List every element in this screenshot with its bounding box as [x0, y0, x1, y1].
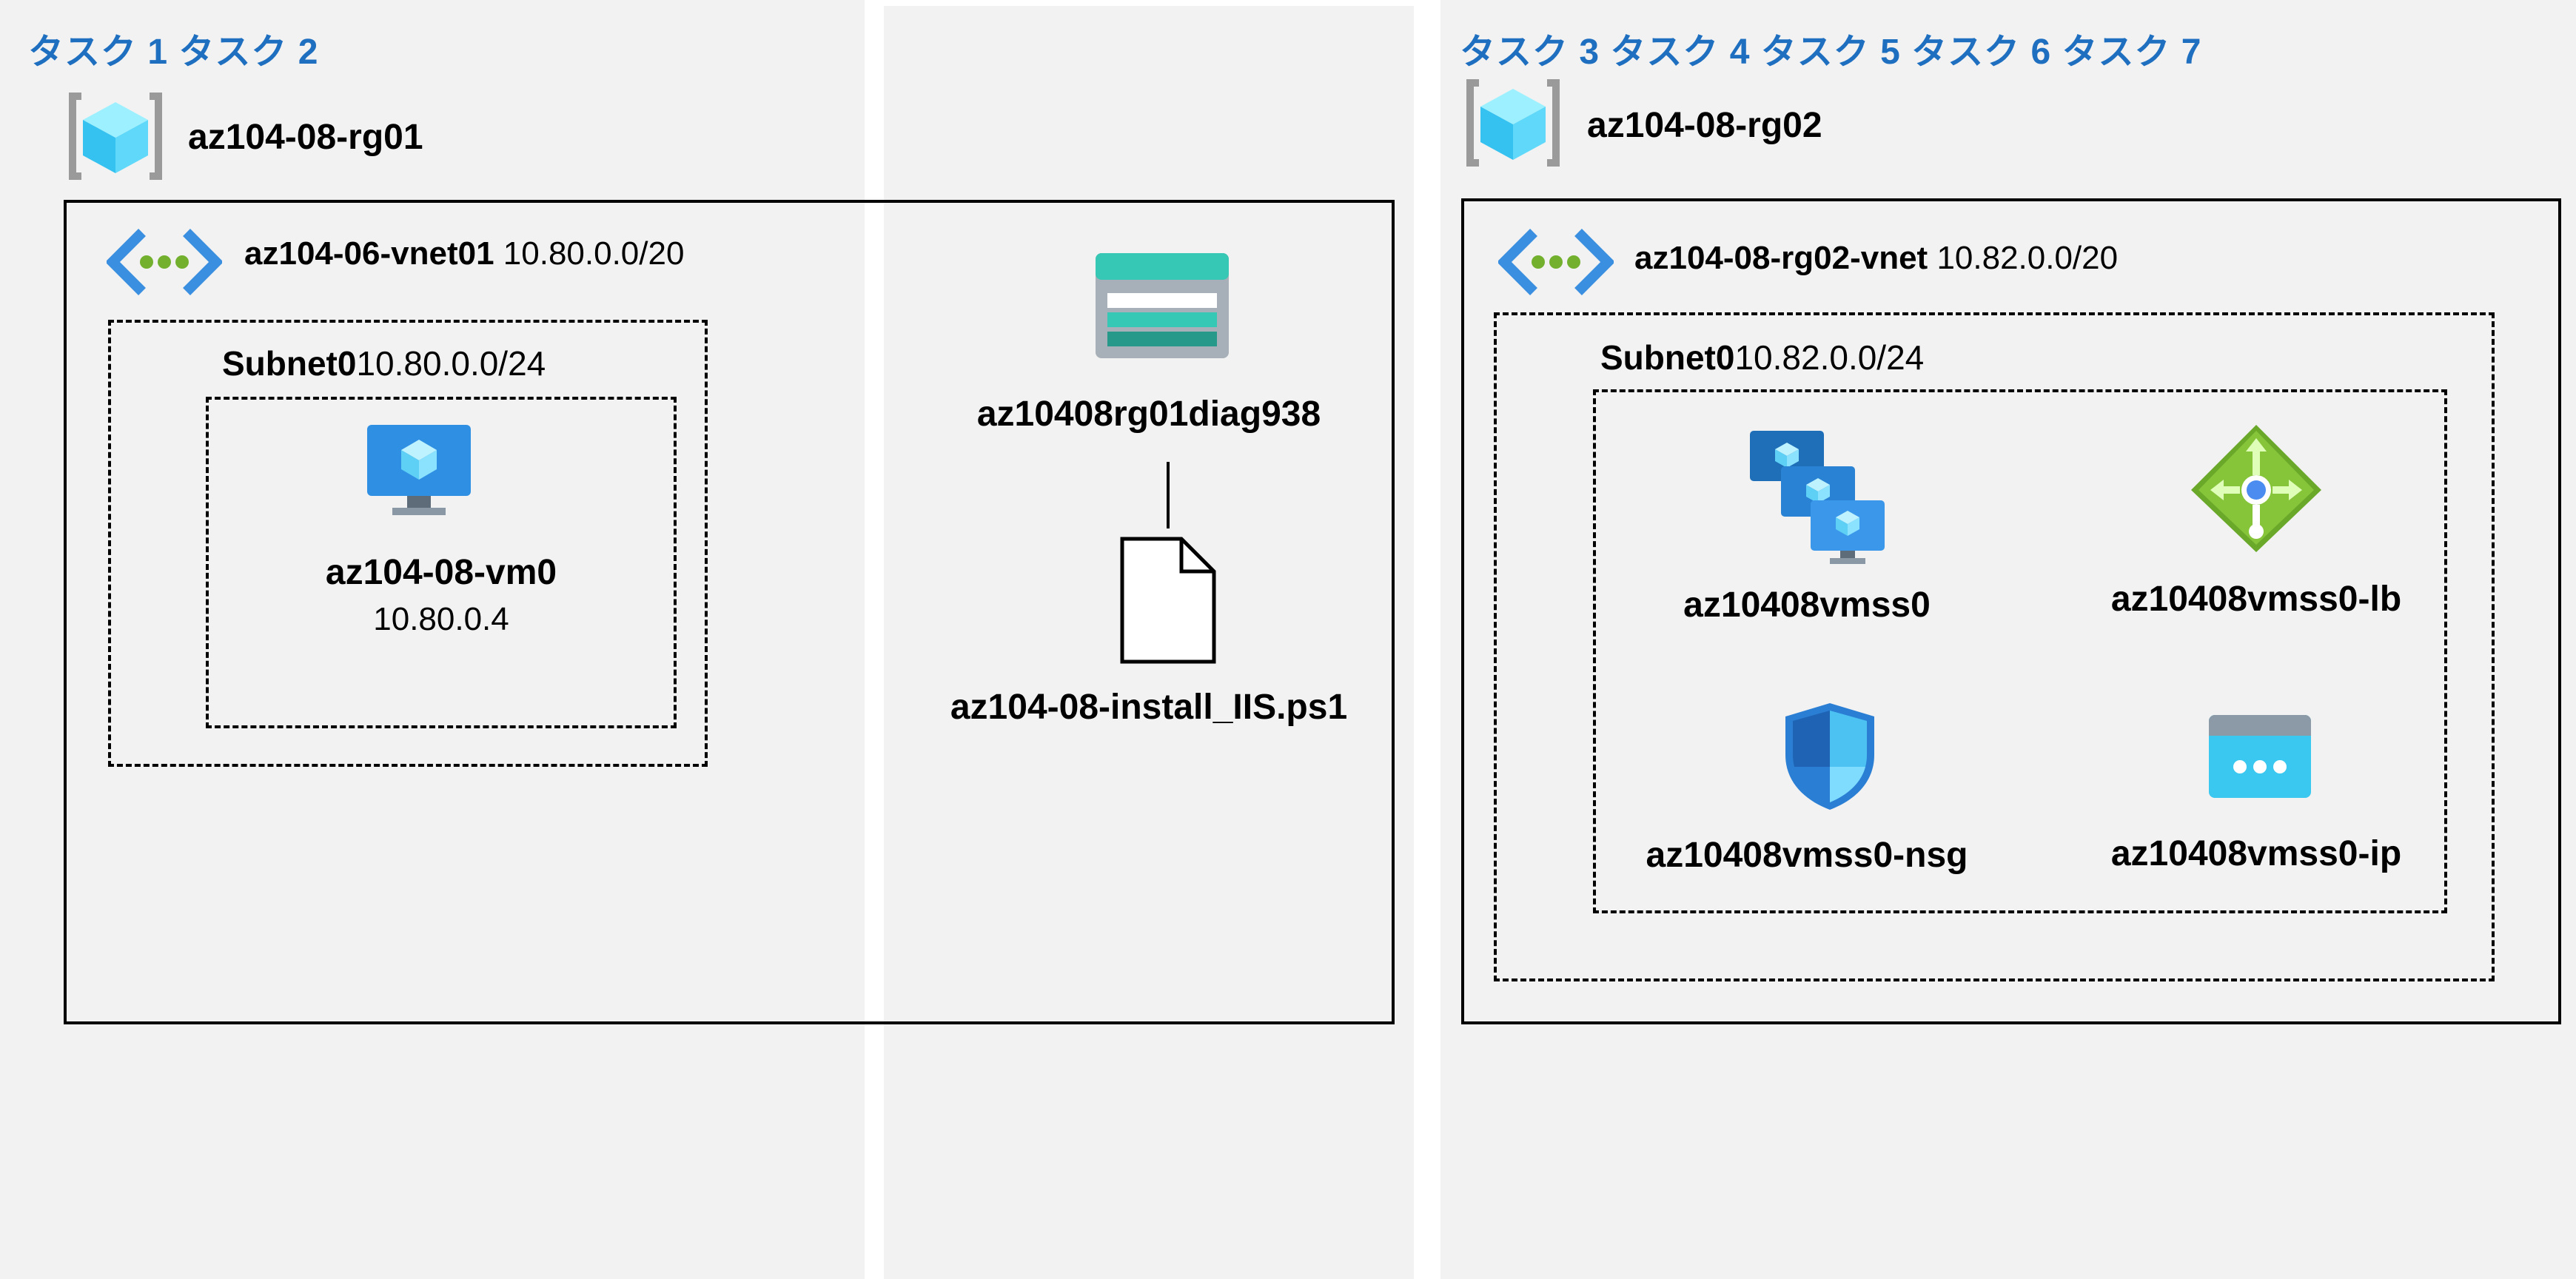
left-task-labels: タスク 1 タスク 2: [28, 33, 319, 72]
vnet-label: az104-06-vnet01 10.80.0.0/20: [244, 235, 684, 272]
script-file-name: az104-08-install_IIS.ps1: [950, 688, 1348, 727]
subnet-cidr: 10.80.0.0/24: [356, 344, 546, 383]
subnet-2-box: [1494, 312, 2495, 981]
subnet-label: Subnet010.80.0.0/24: [222, 343, 546, 383]
vnet-2-cidr: 10.82.0.0/20: [1936, 240, 2119, 276]
subnet-name: Subnet0: [222, 344, 357, 383]
subnet-2-name: Subnet0: [1600, 338, 1735, 377]
resource-group-2-label: az104-08-rg02: [1587, 106, 1822, 145]
right-task-labels: タスク 3 タスク 4 タスク 5 タスク 6 タスク 7: [1460, 33, 2202, 72]
public-ip-icon: [2206, 712, 2314, 801]
vm-box: [206, 397, 677, 728]
vnet-2-name: az104-08-rg02-vnet: [1634, 240, 1928, 276]
subnet-2-label: Subnet010.82.0.0/24: [1600, 338, 1924, 377]
storage-account-name: az10408rg01diag938: [976, 395, 1321, 434]
vnet-box: [64, 200, 1395, 1024]
vmss-name: az10408vmss0: [1683, 585, 1931, 625]
vmss-resources-box: [1593, 389, 2447, 913]
vnet-cidr: 10.80.0.0/20: [503, 235, 685, 272]
load-balancer-icon: [2188, 422, 2324, 554]
load-balancer-name: az10408vmss0-lb: [2110, 580, 2402, 619]
subnet-box: [108, 320, 708, 767]
file-icon: [1119, 536, 1217, 665]
public-ip-name: az10408vmss0-ip: [2110, 834, 2402, 873]
resource-group-icon: [65, 92, 166, 181]
right-panel: [1440, 0, 2576, 1279]
network-security-group-name: az10408vmss0-nsg: [1646, 836, 1968, 875]
vnet-2-label: az104-08-rg02-vnet 10.82.0.0/20: [1634, 240, 2118, 277]
subnet-2-cidr: 10.82.0.0/24: [1734, 338, 1925, 377]
vnet-2-icon: [1498, 226, 1614, 298]
connector-line: [1167, 462, 1170, 528]
left-panel: [0, 0, 865, 1279]
resource-group-2-icon: [1463, 78, 1563, 167]
vnet-name: az104-06-vnet01: [244, 235, 494, 272]
vnet-2-box: [1461, 198, 2561, 1024]
resource-group-label: az104-08-rg01: [188, 118, 423, 157]
vm-ip: 10.80.0.4: [373, 601, 509, 637]
vm-name: az104-08-vm0: [325, 553, 557, 592]
storage-account-icon: [1093, 250, 1232, 361]
network-security-group-icon: [1782, 700, 1877, 813]
vmss-icon: [1747, 428, 1889, 565]
virtual-machine-icon: [364, 422, 474, 520]
vnet-icon: [107, 226, 222, 298]
